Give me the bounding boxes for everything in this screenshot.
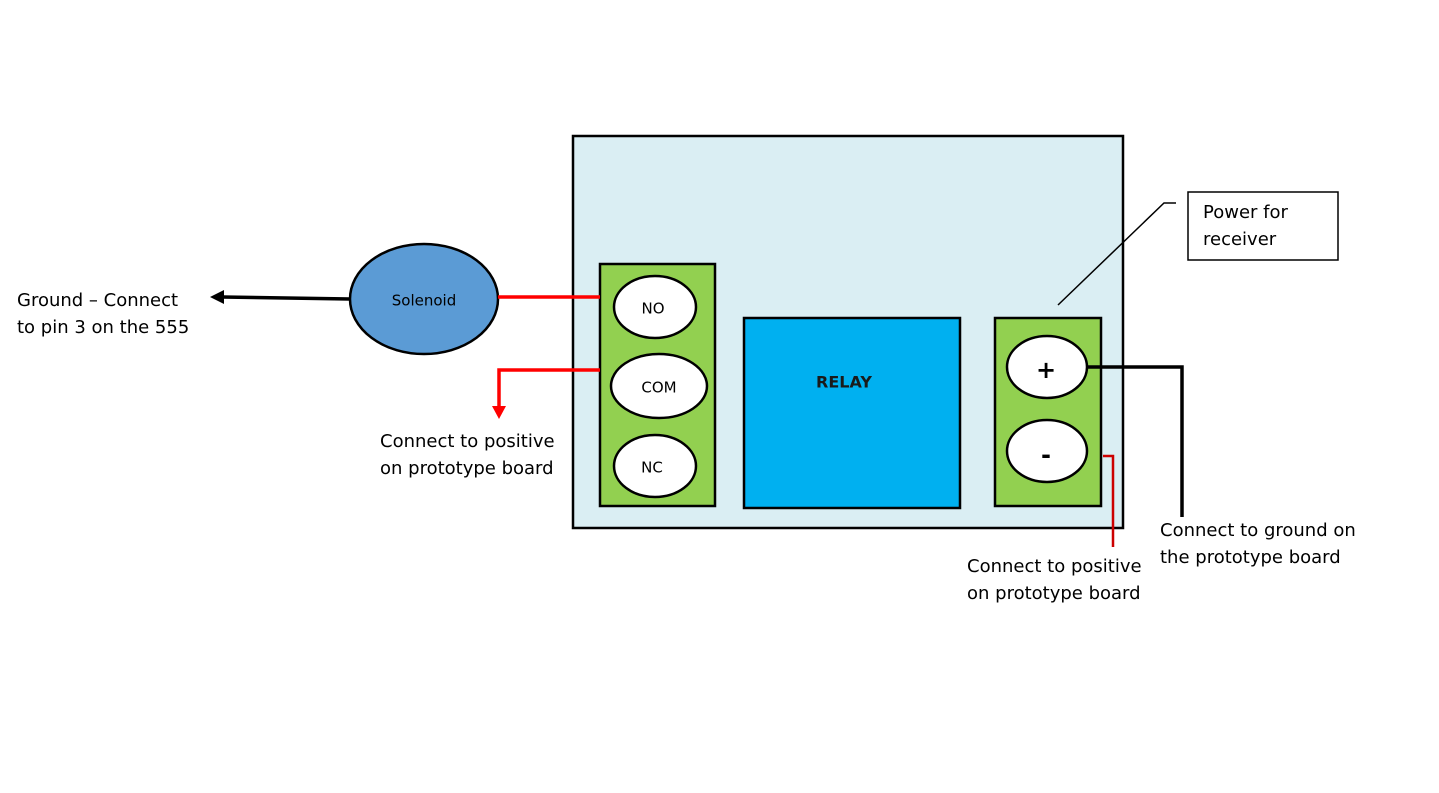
arrow-ground-555 — [210, 290, 224, 304]
label-ground-555-line-2: to pin 3 on the 555 — [17, 317, 190, 338]
terminal-no — [612, 274, 698, 340]
callout-power-for-receiver: Power for receiver — [1203, 199, 1288, 253]
wire-com-to-positive — [497, 368, 600, 408]
label-minus-positive: Connect to positive on prototype board — [967, 553, 1142, 607]
label-plus-ground-line-1: Connect to ground on — [1160, 520, 1356, 541]
arrow-com-positive — [492, 406, 506, 419]
wire-solenoid-to-ground — [221, 295, 351, 301]
terminal-minus — [1005, 418, 1089, 484]
terminal-com — [609, 352, 709, 420]
callout-line-1: Power for — [1203, 202, 1288, 223]
label-ground-555-line-1: Ground – Connect — [17, 290, 179, 311]
label-plus-ground: Connect to ground on the prototype board — [1160, 517, 1356, 571]
terminal-minus-label: - — [1041, 441, 1051, 469]
label-minus-positive-line-1: Connect to positive — [967, 556, 1142, 577]
terminal-no-label: NO — [641, 300, 664, 318]
terminal-com-label: COM — [641, 379, 676, 397]
solenoid-label: Solenoid — [392, 292, 456, 310]
label-ground-555: Ground – Connect to pin 3 on the 555 — [17, 287, 189, 341]
label-com-positive: Connect to positive on prototype board — [380, 428, 555, 482]
label-plus-ground-line-2: the prototype board — [1160, 547, 1341, 568]
relay-label: RELAY — [816, 373, 872, 392]
wire-plus-to-ground — [1087, 365, 1184, 517]
callout-leader-line — [1057, 202, 1176, 306]
terminal-nc-label: NC — [641, 459, 663, 477]
label-com-positive-line-1: Connect to positive — [380, 431, 555, 452]
terminal-plus-label: + — [1036, 356, 1056, 384]
callout-line-2: receiver — [1203, 229, 1277, 250]
terminal-nc — [612, 433, 698, 499]
relay-component — [742, 316, 962, 510]
label-minus-positive-line-2: on prototype board — [967, 583, 1141, 604]
wire-minus-to-positive — [1103, 454, 1115, 547]
callout-box — [1187, 191, 1339, 261]
label-com-positive-line-2: on prototype board — [380, 458, 554, 479]
